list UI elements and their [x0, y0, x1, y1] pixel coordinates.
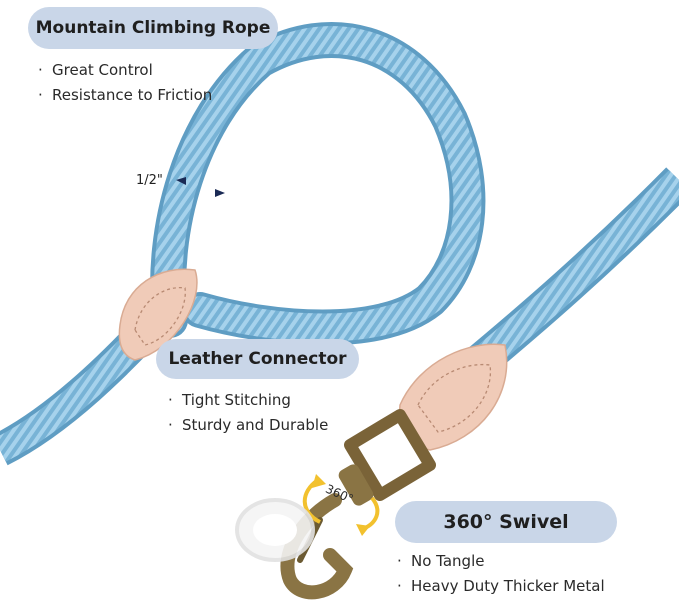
list-item: ·Resistance to Friction — [38, 86, 213, 104]
label-leather-connector: Leather Connector — [156, 339, 359, 379]
dimension-arrow-icon — [176, 177, 225, 197]
label-mountain-climbing-rope: Mountain Climbing Rope — [28, 7, 278, 49]
label-360-swivel: 360° Swivel — [395, 501, 617, 543]
list-item: ·No Tangle — [397, 552, 485, 570]
swivel-rotation-arrow-icon — [302, 474, 380, 536]
list-item: ·Heavy Duty Thicker Metal — [397, 577, 605, 595]
leather-connector-top — [118, 268, 198, 361]
list-item: ·Sturdy and Durable — [168, 416, 329, 434]
rope-loop-weave — [154, 26, 482, 342]
clear-o-ring — [235, 498, 315, 562]
list-item: ·Great Control — [38, 61, 153, 79]
rope-feature-list: ·Great Control ·Resistance to Friction — [38, 58, 212, 108]
dimension-label: 1/2" — [136, 173, 163, 188]
swivel-feature-list: ·No Tangle ·Heavy Duty Thicker Metal — [397, 549, 605, 599]
connector-feature-list: ·Tight Stitching ·Sturdy and Durable — [168, 388, 328, 438]
list-item: ·Tight Stitching — [168, 391, 291, 409]
